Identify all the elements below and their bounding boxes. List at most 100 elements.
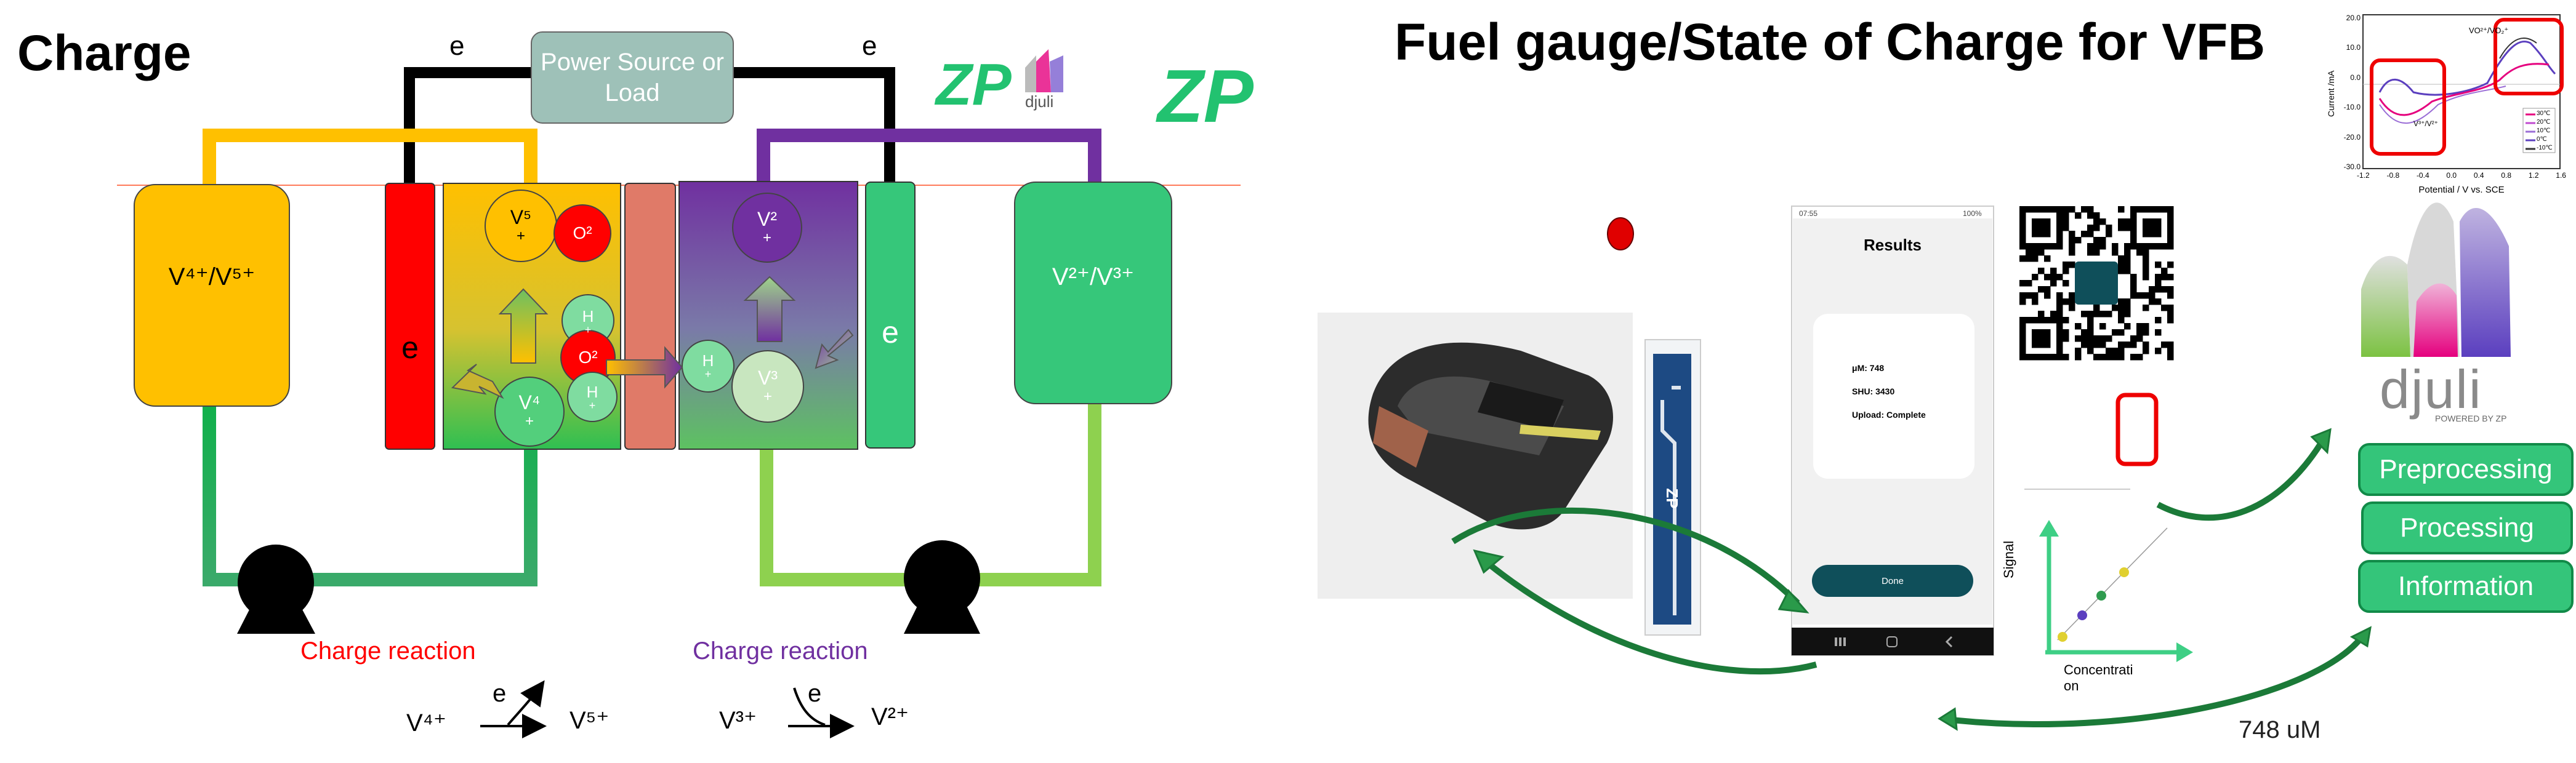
ion-h-mid-label: H+ — [586, 383, 598, 412]
arrow-up-left — [498, 288, 549, 364]
pump-right — [904, 540, 980, 634]
svg-text:ZP: ZP — [1156, 54, 1254, 138]
electrode-left-label: e — [401, 330, 419, 365]
calib-point-1 — [2058, 632, 2067, 642]
djuli-logo-small — [1025, 49, 1063, 92]
cv-xtick: -0.4 — [2416, 171, 2429, 180]
cv-legend-entry: 0℃ — [2537, 136, 2547, 143]
cv-xtick: 0.8 — [2501, 171, 2512, 180]
preprocessing-button[interactable]: Preprocessing — [2358, 443, 2574, 496]
flow-arrow-1-head — [1777, 589, 1809, 613]
flow-arrow-4b-head — [2349, 626, 2372, 648]
ion-h-mid — [567, 372, 618, 422]
cv-ytick: -30.0 — [2343, 162, 2361, 171]
processing-button[interactable]: Processing — [2361, 501, 2573, 554]
arrow-diag-left — [451, 364, 504, 399]
done-button-shape — [1812, 565, 1973, 597]
electron-label-left: e — [449, 31, 465, 61]
pipe-left-bottom — [203, 400, 537, 586]
arrow-diag-right — [815, 329, 854, 369]
cv-highlight-right — [2493, 18, 2564, 95]
calib-ylabel: Signal — [2001, 540, 2016, 578]
djuli-small-label: djuli — [1025, 92, 1054, 111]
calibration-plot — [2039, 520, 2193, 662]
phone-status-time: 07:55 — [1799, 209, 1818, 218]
flow-arrow-4-head — [1938, 707, 1958, 731]
arrow-through-membrane — [606, 346, 683, 389]
tank-right — [1014, 182, 1172, 404]
electrode-left — [385, 183, 435, 450]
ion-v3-label: V³+ — [758, 367, 778, 405]
results-title: Results — [1864, 235, 1922, 254]
reaction-curve-left — [507, 680, 545, 726]
ion-h-top-label: H+ — [582, 307, 594, 336]
tank-left — [134, 184, 290, 407]
pipe-orange — [203, 129, 537, 191]
power-source-box — [531, 31, 734, 124]
cv-ytick: -10.0 — [2343, 103, 2361, 112]
phone-status-battery: 100% — [1963, 209, 1982, 218]
zp-text: ZP — [934, 52, 1012, 118]
cv-xtick: -0.8 — [2386, 171, 2400, 180]
cv-legend-box — [2522, 108, 2556, 153]
ion-v2-label: V²+ — [757, 208, 777, 247]
charge-reaction-left: Charge reaction — [300, 637, 476, 665]
information-button[interactable]: Information — [2358, 560, 2574, 613]
qr-code — [2019, 206, 2174, 361]
rxn-right-e: e — [808, 680, 822, 707]
flow-arrow-3-head — [2310, 428, 2332, 455]
calib-point-4 — [2119, 567, 2129, 577]
cv-annotation-top: VO²⁺/VO₂⁺ — [2469, 26, 2509, 35]
charge-title: Charge — [17, 25, 191, 81]
calib-xlabel: Concentration — [2064, 662, 2133, 694]
tank-right-label: V²⁺/V³⁺ — [1052, 263, 1135, 290]
cv-legend-entry: 10℃ — [2537, 127, 2551, 134]
calib-point-2 — [2077, 610, 2087, 620]
cv-legend-entry: -10℃ — [2537, 145, 2553, 151]
ion-o2-mid-label: O² — [578, 348, 598, 367]
done-button[interactable]: Done — [1882, 575, 1904, 586]
arrow-up-right — [743, 276, 796, 342]
cv-highlight-left — [2370, 58, 2446, 156]
ion-v4-label: V⁴+ — [518, 391, 541, 430]
ion-o2-top — [553, 204, 611, 262]
calib-point-3 — [2096, 591, 2106, 601]
membrane — [624, 183, 676, 450]
ion-v3 — [731, 350, 804, 423]
rxn-right-to: V²⁺ — [871, 703, 909, 730]
rxn-left-from: V⁴⁺ — [406, 709, 446, 737]
results-card — [1813, 314, 1974, 479]
power-source-label: Power Source or Load — [541, 49, 724, 106]
result-value: 748 uM — [2239, 716, 2321, 743]
soc-highlight-box — [2115, 393, 2159, 466]
djuli-sub: POWERED BY ZP — [2435, 413, 2507, 423]
ion-v5-label: V⁵+ — [510, 206, 532, 245]
phone-navbar — [1792, 628, 1994, 655]
rxn-right-from: V³⁺ — [719, 707, 757, 734]
ion-o2-top-label: O² — [573, 223, 592, 242]
flow-arrow-4 — [1951, 632, 2367, 727]
ion-h-right — [682, 340, 735, 393]
results-shu: SHU: 3430 — [1852, 386, 1895, 396]
cv-xtick: 1.2 — [2528, 171, 2539, 180]
cv-ytick: 20.0 — [2346, 14, 2361, 22]
rxn-left-to: V⁵⁺ — [570, 707, 610, 734]
results-upload: Upload: Complete — [1852, 410, 1926, 420]
cv-legend-entry: 20℃ — [2537, 119, 2551, 126]
djuli-logo-large — [2361, 202, 2511, 357]
zp-logo-large: ZP — [1156, 54, 1254, 138]
cv-ytick: 10.0 — [2346, 43, 2361, 52]
device-body — [1368, 342, 1613, 530]
test-strip — [1653, 354, 1691, 625]
reaction-curve-right — [793, 687, 826, 726]
flow-arrow-2 — [1481, 557, 1817, 675]
cv-xtick: 1.6 — [2556, 171, 2566, 180]
pipe-purple — [757, 129, 1101, 185]
cv-plot — [2362, 14, 2564, 169]
results-um: μM: 748 — [1852, 363, 1885, 373]
cv-ytick: -20.0 — [2343, 132, 2361, 142]
flow-arrow-1 — [1451, 507, 1800, 605]
soc-plot-bg — [2023, 391, 2130, 492]
